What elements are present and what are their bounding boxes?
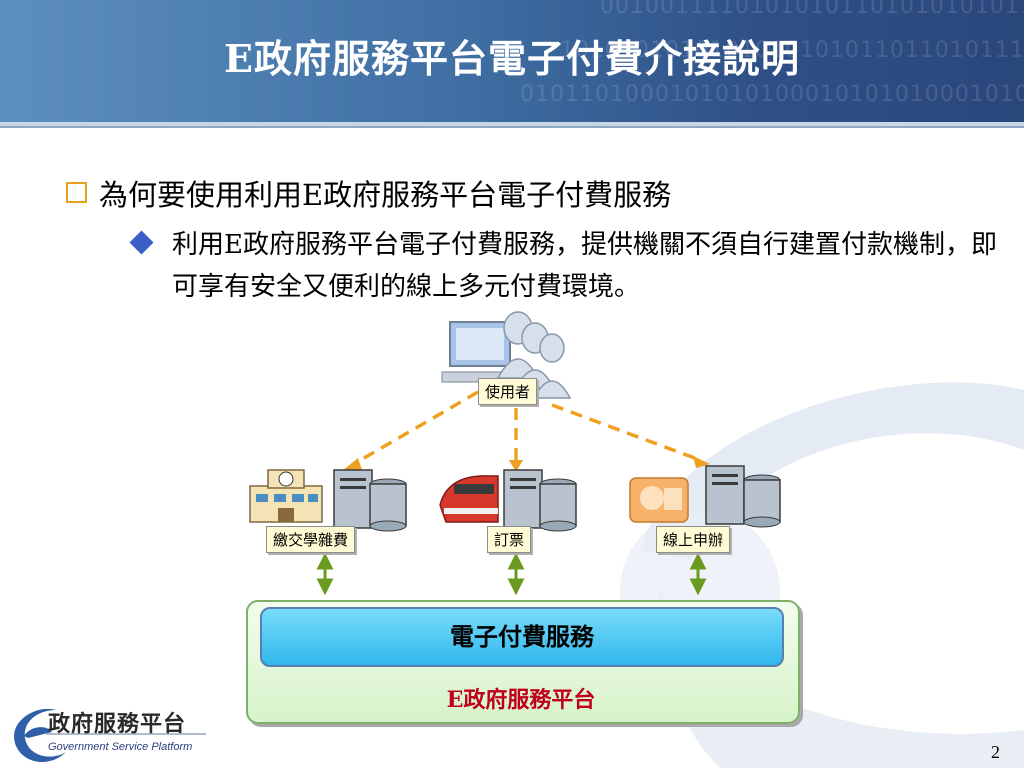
connector-arrowheads <box>342 456 710 472</box>
header-divider <box>0 126 1024 128</box>
server-icon-online <box>705 465 781 528</box>
bidirectional-arrows <box>316 552 707 596</box>
payment-service-box: 電子付費服務 <box>260 607 784 667</box>
gov-platform-logo-icon <box>14 708 206 763</box>
header-divider <box>0 122 1024 126</box>
double-arrow-icon <box>316 552 334 570</box>
service-label-online: 線上申辦 <box>656 526 731 553</box>
logo-text: 政府服務平台 <box>48 712 187 737</box>
double-arrow-icon <box>507 578 525 596</box>
page-number: 2 <box>991 742 1000 762</box>
train-icon <box>439 475 499 523</box>
school-building-icon <box>249 469 323 523</box>
binary-decoration: 0101101000101010100010101010001010101 <box>520 82 1024 107</box>
bullet-level1: 為何要使用利用E政府服務平台電子付費服務 <box>66 172 671 214</box>
user-computer-icon <box>441 321 519 383</box>
double-arrow-icon <box>507 552 525 570</box>
dashed-connectors <box>351 390 701 467</box>
online-application-icon <box>629 477 689 523</box>
user-label: 使用者 <box>478 378 538 405</box>
bullet-level1-text: 為何要使用利用E政府服務平台電子付費服務 <box>99 178 672 212</box>
connector-to-online <box>551 403 701 462</box>
logo-subtitle: Government Service Platform <box>48 741 193 753</box>
platform-label: E政府服務平台 <box>446 687 596 713</box>
binary-decoration: 1010101010101010101011011010111 <box>560 38 1024 63</box>
arrowhead-icon <box>693 456 710 468</box>
server-icon-tuition <box>333 469 407 532</box>
header-banner: 00100111101010101101010101011 1010101010… <box>0 0 1024 122</box>
binary-decoration: 00100111101010101101010101011 <box>600 0 1024 19</box>
service-label-tuition: 繳交學雜費 <box>266 526 356 553</box>
square-bullet-icon <box>66 182 87 203</box>
connector-to-tuition <box>351 390 479 467</box>
arrowhead-icon <box>342 458 362 471</box>
double-arrow-icon <box>316 578 334 596</box>
bullet-level2-text: 利用E政府服務平台電子付費服務，提供機關不須自行建置付款機制，即可享有安全又便利… <box>172 230 997 302</box>
double-arrow-icon <box>689 552 707 570</box>
server-icon-ticket <box>503 469 577 532</box>
page-title: E政府服務平台電子付費介接說明 <box>224 36 800 81</box>
double-arrow-icon <box>689 578 707 596</box>
people-group-icon <box>496 311 572 399</box>
service-label-ticket: 訂票 <box>487 526 532 553</box>
arrowhead-icon <box>509 460 523 472</box>
